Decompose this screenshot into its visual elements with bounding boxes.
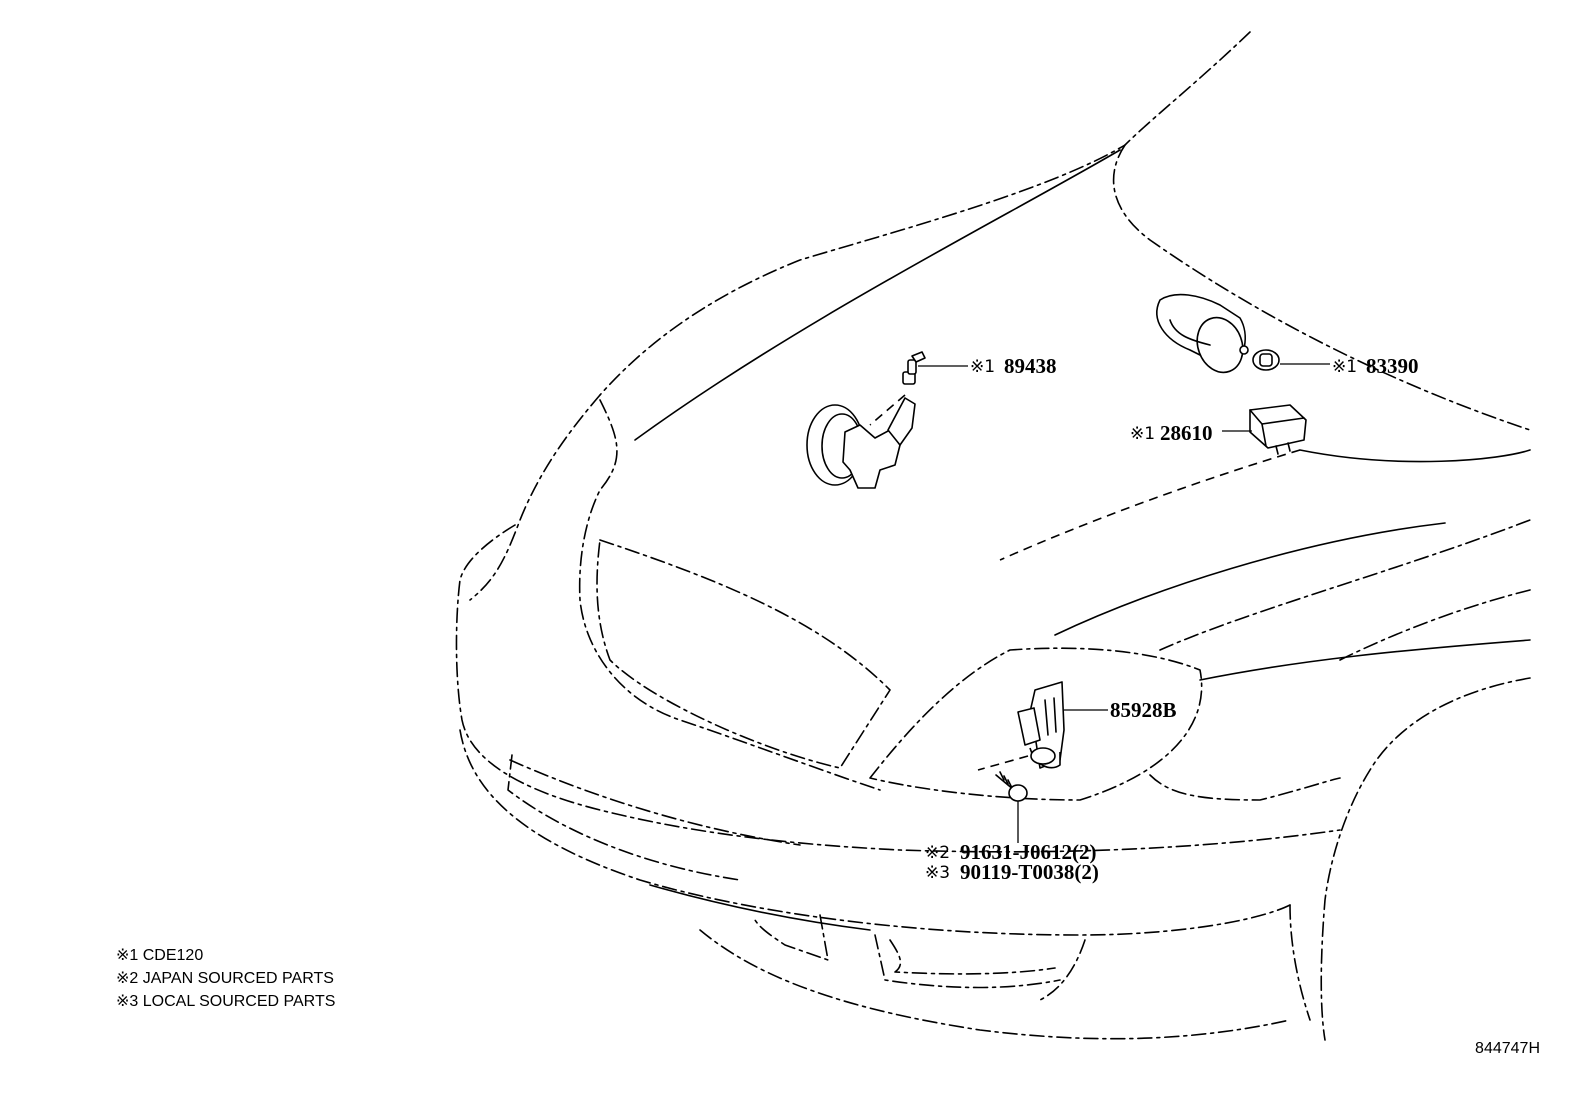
car-outline [455,31,1531,1041]
callout-89438: ※1 89438 [970,354,1057,378]
part-number: 90119-T0038(2) [960,860,1099,884]
relay-28610-icon [1249,404,1307,455]
callout-mark: ※1 [1332,357,1357,377]
pressure-switch-83390-icon [1252,349,1280,371]
legend-item-3: ※3 LOCAL SOURCED PARTS [116,993,336,1010]
canister-83390 [1156,293,1249,374]
part-number: 89438 [1004,354,1057,378]
part-number: 28610 [1160,421,1213,445]
sensor-89438-icon [902,351,926,385]
callout-90119: ※3 90119-T0038(2) [925,860,1099,884]
callout-mark: ※3 [925,863,950,883]
legend-item-2: ※2 JAPAN SOURCED PARTS [116,970,334,987]
callout-mark: ※1 [1130,424,1155,444]
part-number: 83390 [1366,354,1419,378]
legend: ※1 CDE120 ※2 JAPAN SOURCED PARTS ※3 LOCA… [116,944,335,1013]
callout-mark: ※1 [970,357,995,377]
legend-item-1: ※1 CDE120 [116,947,204,964]
bracket-85928B [977,681,1065,771]
callout-85928B: 85928B [1110,698,1177,722]
part-number: 85928B [1110,698,1177,722]
callout-83390: ※1 83390 [1332,354,1419,378]
callout-mark: ※2 [925,843,950,863]
part-number: 91631-J0612(2) [960,840,1096,864]
leader-lines [918,363,1330,843]
drawing-number: 844747H [1475,1040,1540,1057]
callout-91631: ※2 91631-J0612(2) [925,840,1096,864]
callout-28610: ※1 28610 [1130,421,1213,445]
horn-assembly [806,394,916,489]
